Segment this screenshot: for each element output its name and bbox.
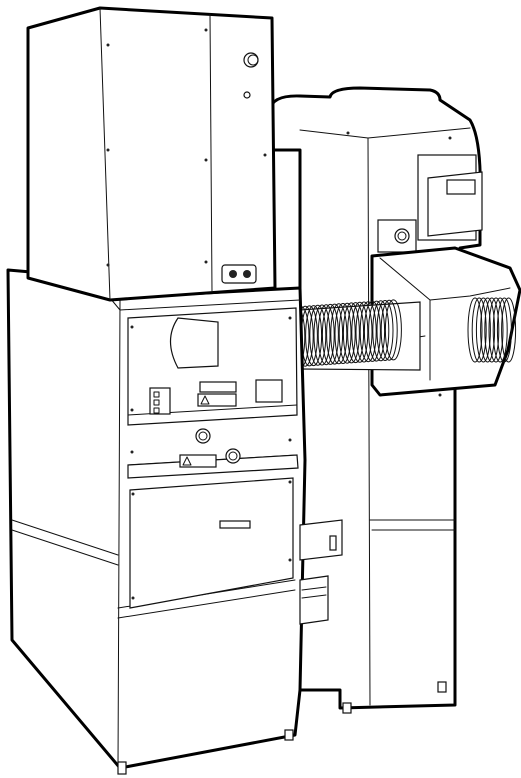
start-button-icon [195,428,211,444]
circuit-breaker-icon [149,387,171,415]
duct-rib [363,300,381,362]
control-knob-icon [394,228,410,244]
rating-plate [255,379,283,403]
warning-triangle-icon-2 [182,456,192,466]
duct-rib [376,300,394,361]
duct-rib [480,297,496,363]
duct-rib [305,305,323,367]
duct-rib [351,301,369,363]
warning-label-2 [197,393,237,407]
duct-rib [317,304,335,366]
middle-drawer [299,519,343,625]
duct-rib [313,304,331,366]
small-switch-icon [243,91,251,99]
warning-label-1 [199,381,237,393]
duct-rib [475,297,491,363]
lower-door-frame [129,477,294,609]
duct-rib [338,302,356,364]
duct-rib [384,299,402,361]
control-box [377,154,483,253]
duct-rib [471,297,487,363]
duct-rib [326,303,344,365]
duct-rib [496,297,512,363]
duct-rib [334,303,352,364]
top-housing-outline [26,6,277,302]
duct-rib [359,301,377,363]
duct-rib [321,303,339,365]
duct-rib [309,304,327,366]
duct-rib [342,302,360,364]
duct-rib [372,300,390,362]
duct-rib [492,297,508,363]
duct-front-cover [169,317,219,369]
duct-rib [330,303,348,365]
front-lower-door [129,477,294,609]
duct-rib [347,302,365,364]
duct-rib [488,297,504,363]
brand-plate [219,520,251,529]
warning-label-3 [179,454,217,468]
duct-rib [380,299,398,361]
drawer-handle-icon [329,535,337,551]
display-window [446,179,476,195]
connector-plate [221,264,257,284]
stop-button-icon [225,448,241,464]
duct-rib [484,297,500,363]
drawer-front [299,575,329,625]
warning-triangle-icon [200,395,210,405]
duct-rib [467,297,483,363]
duct-rib [501,297,517,363]
duct-rib [355,301,373,363]
top-housing [26,6,277,302]
duct-rib [368,300,386,362]
